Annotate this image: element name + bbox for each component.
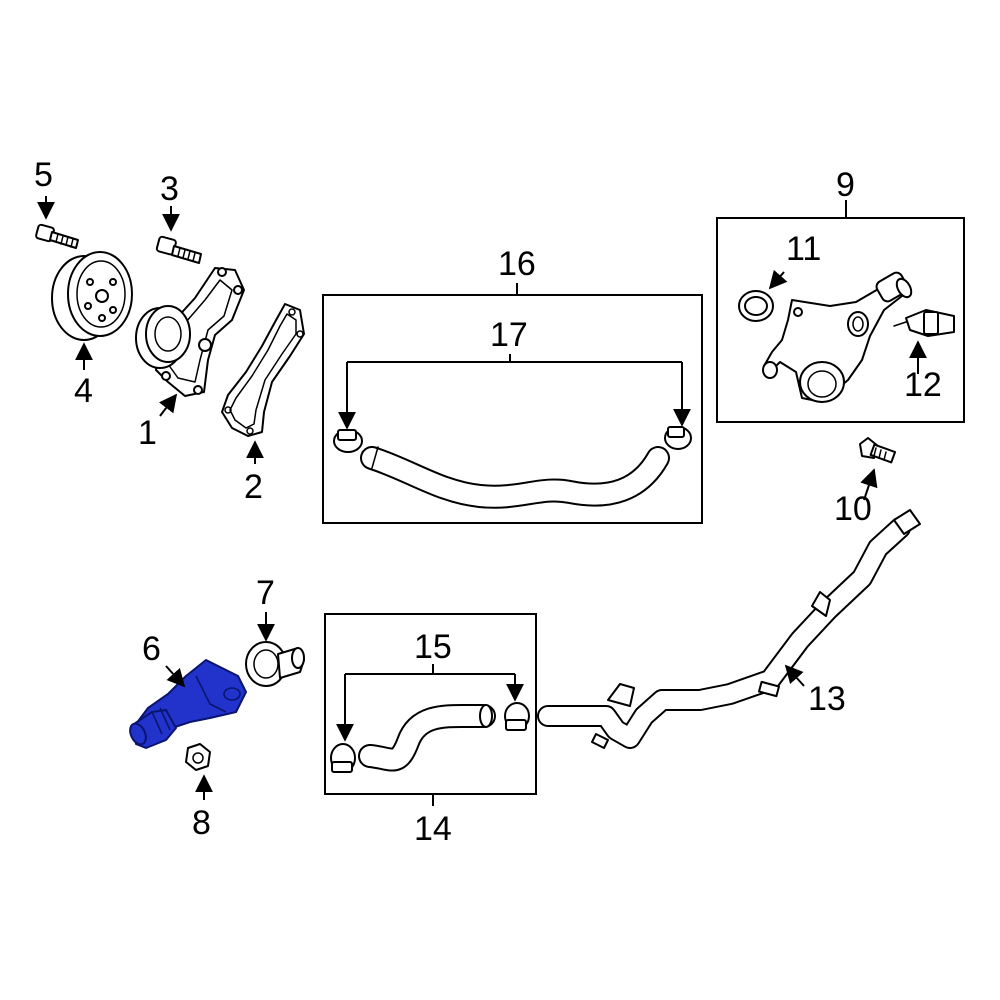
leader-15-bar [345,664,515,675]
callout-17: 17 [490,316,528,354]
callout-13: 13 [808,680,846,718]
part-5-bolt[interactable] [35,223,79,249]
leader-11 [768,269,788,290]
leader-13 [784,664,805,687]
callout-14: 14 [414,810,452,848]
part-13-water-pipe[interactable] [537,509,921,749]
part-8-nut[interactable] [185,743,211,771]
leader-1 [159,393,178,417]
callout-7: 7 [256,574,275,612]
leader-17-bar [347,354,682,363]
group-box-14 [324,613,537,795]
part-7-thermostat[interactable] [245,641,305,687]
part-1-water-pump[interactable] [135,267,245,397]
callout-1: 1 [138,414,157,452]
callout-11: 11 [786,230,821,268]
callout-5: 5 [34,156,53,194]
callout-2: 2 [244,468,263,506]
part-15-clamp-right[interactable] [504,702,530,731]
part-3-bolt[interactable] [155,235,202,264]
part-10-bolt[interactable] [859,437,897,464]
part-11-o-ring[interactable] [738,290,774,322]
part-14-hose[interactable] [358,703,496,772]
callout-15: 15 [414,628,452,666]
callout-4: 4 [74,372,93,410]
callout-9: 9 [836,166,855,204]
callout-6: 6 [142,630,161,668]
leader-6 [165,665,186,688]
part-12-sensor[interactable] [893,309,955,337]
part-17-clamp-right[interactable] [664,426,692,450]
part-15-clamp-left[interactable] [330,743,356,773]
part-2-gasket[interactable] [221,303,305,437]
callout-16: 16 [498,245,536,283]
part-17-clamp-left[interactable] [333,429,363,453]
part-6-thermostat-housing[interactable] [127,659,247,749]
part-9-outlet-housing[interactable] [762,270,914,403]
part-4-pulley[interactable] [51,251,133,341]
callout-3: 3 [160,170,179,208]
callout-8: 8 [192,804,211,842]
leader-10 [860,468,878,501]
callout-10: 10 [834,490,872,528]
callout-12: 12 [904,366,942,404]
part-16-hose[interactable] [360,446,670,509]
